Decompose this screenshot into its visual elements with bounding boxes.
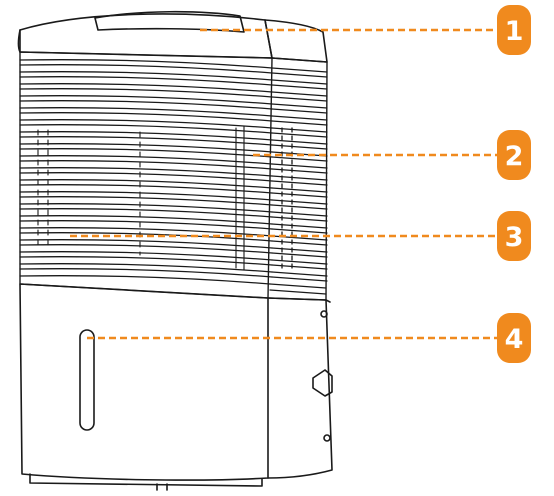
water-level-window-shape	[79, 329, 95, 431]
water-tank-side	[267, 297, 333, 479]
callout-1: 1	[200, 5, 531, 55]
tank-latch	[312, 369, 333, 397]
callout-4: 4	[87, 313, 531, 363]
callout-badge-2	[497, 130, 531, 180]
callout-3: 3	[70, 211, 531, 261]
callout-number-4: 4	[505, 324, 524, 355]
front-grille-slats	[19, 59, 273, 285]
side-grille-slats	[269, 67, 328, 295]
callout-number-2: 2	[505, 141, 524, 172]
callout-number-3: 3	[505, 222, 524, 253]
inner-louvers	[37, 125, 245, 271]
top-cap	[17, 10, 328, 63]
tank-feet	[29, 473, 263, 487]
callout-badge-3	[497, 211, 531, 261]
device-illustration	[17, 10, 333, 491]
callout-badge-1	[497, 5, 531, 55]
callout-number-1: 1	[505, 16, 524, 47]
callout-2: 2	[253, 130, 531, 180]
water-tank-front	[19, 283, 269, 481]
callout-badge-4	[497, 313, 531, 363]
